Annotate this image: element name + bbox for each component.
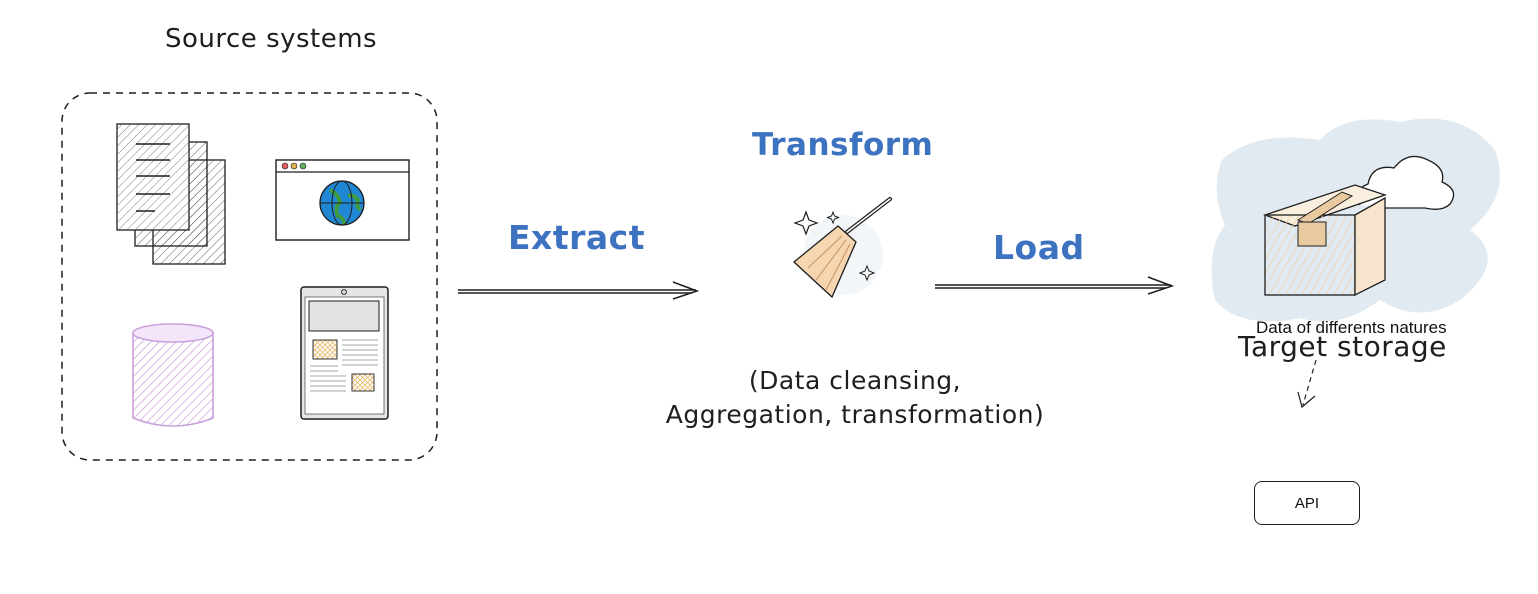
extract-arrow <box>458 281 700 300</box>
tablet-document-icon <box>300 286 389 420</box>
api-label: API <box>1294 494 1320 512</box>
target-storage-title: Target storage <box>1238 330 1447 363</box>
source-systems-title: Source systems <box>165 24 378 54</box>
load-arrow <box>935 276 1175 295</box>
browser-globe-icon <box>275 159 410 241</box>
load-label: Load <box>993 228 1085 267</box>
documents-icon <box>116 123 226 265</box>
transform-label: Transform <box>752 127 934 163</box>
storage-box-cloud-icon <box>1211 118 1500 322</box>
database-cylinder-icon <box>132 323 214 427</box>
extract-label: Extract <box>508 218 645 257</box>
data-natures-note: Data of differents natures <box>1256 318 1447 337</box>
source-systems-container <box>61 92 438 461</box>
api-box[interactable]: API <box>1254 481 1360 525</box>
transform-note-line-1: (Data cleansing, <box>748 366 962 395</box>
storage-to-api-arrow <box>1297 359 1317 409</box>
broom-sparkle-icon <box>793 197 892 299</box>
transform-note: (Data cleansing, Aggregation, transforma… <box>645 364 1065 432</box>
transform-note-line-2: Aggregation, transformation) <box>665 400 1045 429</box>
